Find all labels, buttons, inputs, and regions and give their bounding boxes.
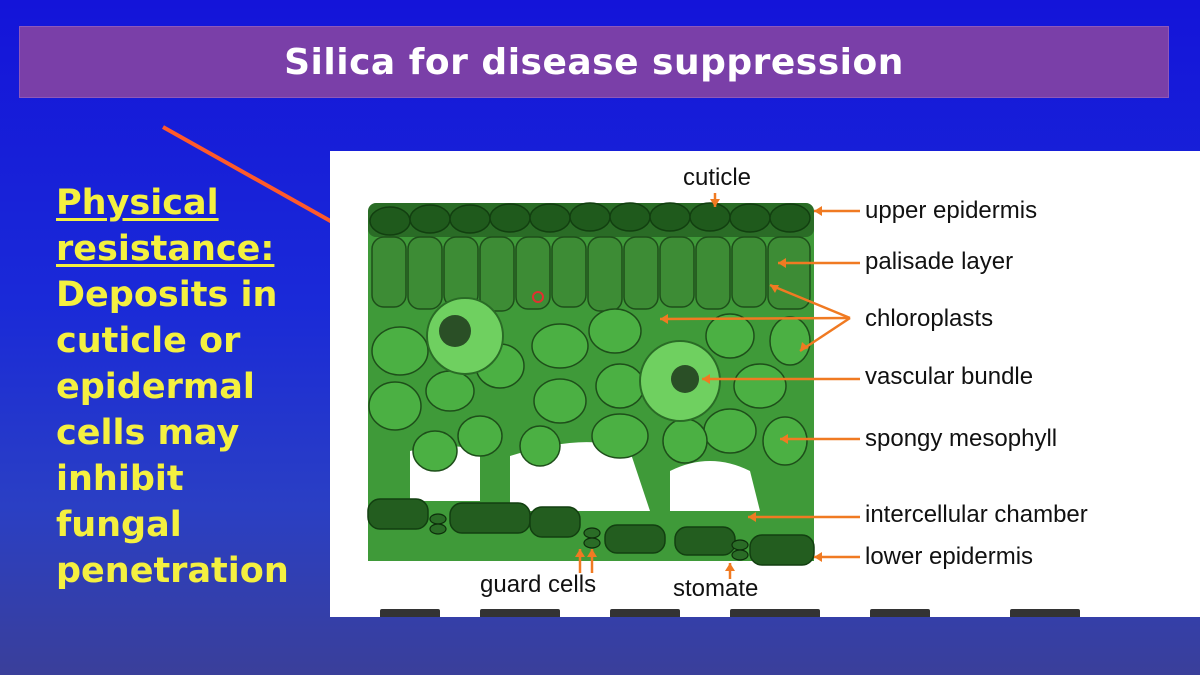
label-chloroplasts: chloroplasts [865,305,994,332]
diagram-panel: cuticle upper epidermis palisade layer c… [330,151,1200,617]
leaf-cross-section [367,193,860,579]
bullet-line-6: fungal [56,505,182,545]
bullet-line-5: inhibit [56,459,184,499]
bullet-line-4: cells may [56,413,240,453]
label-upper-epidermis: upper epidermis [865,197,1038,224]
label-guard-cells: guard cells [480,571,597,598]
label-palisade-layer: palisade layer [865,248,1014,275]
bullet-line-7: penetration [56,551,289,591]
bullet-line-3: epidermal [56,367,255,407]
title-bar: Silica for disease suppression [19,26,1169,98]
cropped-caption [370,603,1150,617]
label-lower-epidermis: lower epidermis [865,543,1034,570]
label-vascular-bundle: vascular bundle [865,363,1034,390]
bullet-line-1: Deposits in [56,275,278,315]
bullet-heading-line-1: Physical [56,183,219,223]
label-spongy-mesophyll: spongy mesophyll [865,425,1058,452]
slide-title: Silica for disease suppression [284,41,904,83]
label-stomate: stomate [673,575,759,602]
bullet-text: Physical resistance: Deposits in cuticle… [56,180,326,594]
label-intercellular-chamber: intercellular chamber [865,501,1088,528]
label-cuticle: cuticle [683,164,752,191]
bullet-heading-line-2: resistance: [56,229,275,269]
bullet-line-2: cuticle or [56,321,241,361]
